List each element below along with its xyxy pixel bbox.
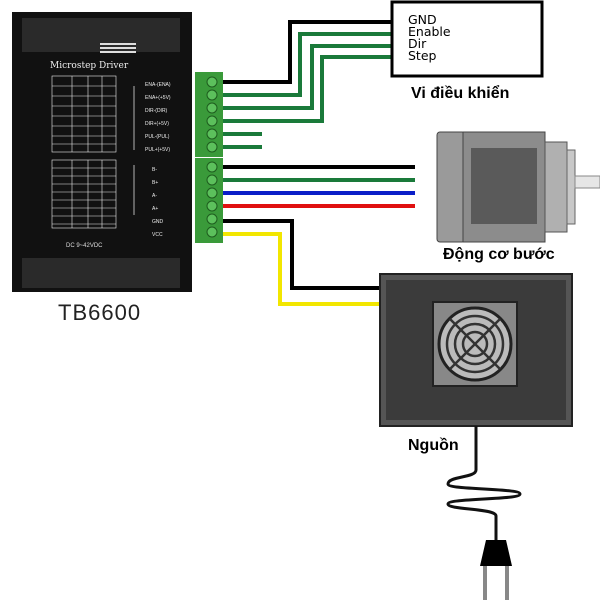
microstep-table <box>51 75 117 153</box>
terminal-label: GND <box>152 219 164 225</box>
pin-dir: Dir <box>408 36 427 51</box>
power-terminal-labels: B- B+ A- A+ GND VCC <box>152 164 163 242</box>
terminal-label: A+ <box>152 206 159 212</box>
terminal-label: PUL+(+5V) <box>145 147 171 153</box>
motor-label: Động cơ bước <box>443 246 555 263</box>
current-table <box>51 159 117 229</box>
motor-wires <box>223 165 415 208</box>
power-label: Nguồn <box>408 437 459 454</box>
power-cord <box>446 426 522 540</box>
driver-logo <box>100 43 136 53</box>
controller-box <box>390 0 544 78</box>
tb6600-driver <box>12 12 192 292</box>
controller-label: Vi điều khiển <box>411 85 510 102</box>
terminal-label: VCC <box>152 232 163 238</box>
terminal-label: DIR-(DIR) <box>145 108 168 114</box>
driver-bottom-fin <box>22 258 180 288</box>
stepper-motor <box>436 131 600 243</box>
power-supply <box>379 273 573 427</box>
terminal-label: B+ <box>152 180 159 186</box>
terminal-label: ENA+(+5V) <box>145 95 171 101</box>
terminal-label: ENA-(ENA) <box>145 82 171 88</box>
pin-step: Step <box>408 48 437 63</box>
signal-terminal-block <box>195 72 223 157</box>
driver-title: Microstep Driver <box>50 61 129 71</box>
driver-top-fin <box>22 18 180 52</box>
terminal-label: B- <box>152 167 157 173</box>
driver-voltage: DC 9~42VDC <box>66 243 103 249</box>
pin-gnd: GND <box>408 12 437 27</box>
driver-name-label: TB6600 <box>58 300 142 325</box>
power-wires <box>223 219 382 306</box>
controller-wires <box>223 20 392 149</box>
plug-icon <box>480 540 512 600</box>
terminal-label: PUL-(PUL) <box>145 134 170 140</box>
terminal-label: A- <box>152 193 157 199</box>
power-terminal-block <box>195 158 223 243</box>
controller-pin-list: GND Enable Dir Step <box>408 12 451 63</box>
signal-terminal-labels: ENA-(ENA) ENA+(+5V) DIR-(DIR) DIR+(+5V) … <box>145 79 171 157</box>
terminal-label: DIR+(+5V) <box>145 121 169 127</box>
pin-enable: Enable <box>408 24 451 39</box>
